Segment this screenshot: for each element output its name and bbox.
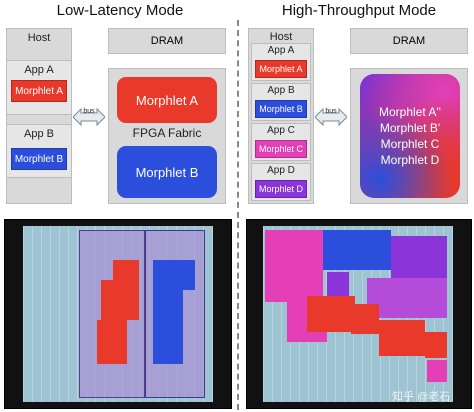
right-purple-blob-1 [327,272,349,302]
left-title: Low-Latency Mode [56,2,184,19]
right-red-blob-1 [307,296,355,332]
right-host-label: Host [269,31,293,43]
right-magenta-blob-3 [427,360,447,382]
left-host-label: Host [27,32,51,44]
left-morphlet-b-large: Morphlet B [117,146,217,198]
right-red-blob-4 [425,332,447,358]
right-title: High-Throughput Mode [281,2,437,19]
left-blue-blob-2 [153,290,183,328]
right-purple-blob-3 [367,278,447,318]
right-magenta-blob-1 [265,230,323,302]
left-app-b-label: App B [24,128,54,140]
left-app-a-label: App A [24,64,54,76]
right-morphlet-d-merged: Morphlet D [380,153,440,167]
left-fabric-label: FPGA Fabric [132,126,202,140]
right-dram-box: DRAM [350,28,468,54]
left-blue-blob-3 [153,328,183,364]
right-morphlet-b-merged: Morphlet B' [379,121,441,135]
right-morphlet-b-small: Morphlet B [255,100,307,118]
left-floorplan-image [4,219,232,409]
right-morphlet-c-merged: Morphlet C [380,137,440,151]
right-app-c-label: App C [267,125,295,136]
left-red-blob-3 [97,320,127,364]
left-dram-box: DRAM [108,28,226,54]
right-floorplan-image [246,219,472,409]
left-blue-blob-1 [153,260,195,290]
mode-divider [237,20,239,410]
right-bus-label: bus [325,108,337,115]
right-red-blob-3 [379,320,425,356]
right-red-blob-2 [351,304,379,334]
right-morphlet-a-merged: Morphlet A'' [379,105,441,119]
right-morphlet-c-small: Morphlet C [255,140,307,158]
right-blue-blob-1 [323,230,351,270]
left-bus-label: bus [83,108,95,115]
left-morphlet-a-large: Morphlet A [117,77,217,123]
right-morphlet-d-small: Morphlet D [255,180,307,198]
right-app-a-label: App A [267,45,295,56]
left-dram-label: DRAM [150,35,184,47]
right-dram-label: DRAM [392,35,426,47]
left-red-blob-1 [113,260,139,280]
left-morphlet-b-small: Morphlet B [11,148,67,170]
watermark: 知乎 @老石 [392,391,451,403]
left-red-blob-2 [101,280,139,320]
left-morphlet-a-small: Morphlet A [11,80,67,102]
right-merged-morphlets: Morphlet A'' Morphlet B' Morphlet C Morp… [360,74,460,198]
right-morphlet-a-small: Morphlet A [255,60,307,78]
right-purple-blob-2 [391,236,447,278]
right-blue-blob-2 [351,230,391,270]
right-app-b-label: App B [267,85,295,96]
right-app-d-label: App D [267,165,295,176]
